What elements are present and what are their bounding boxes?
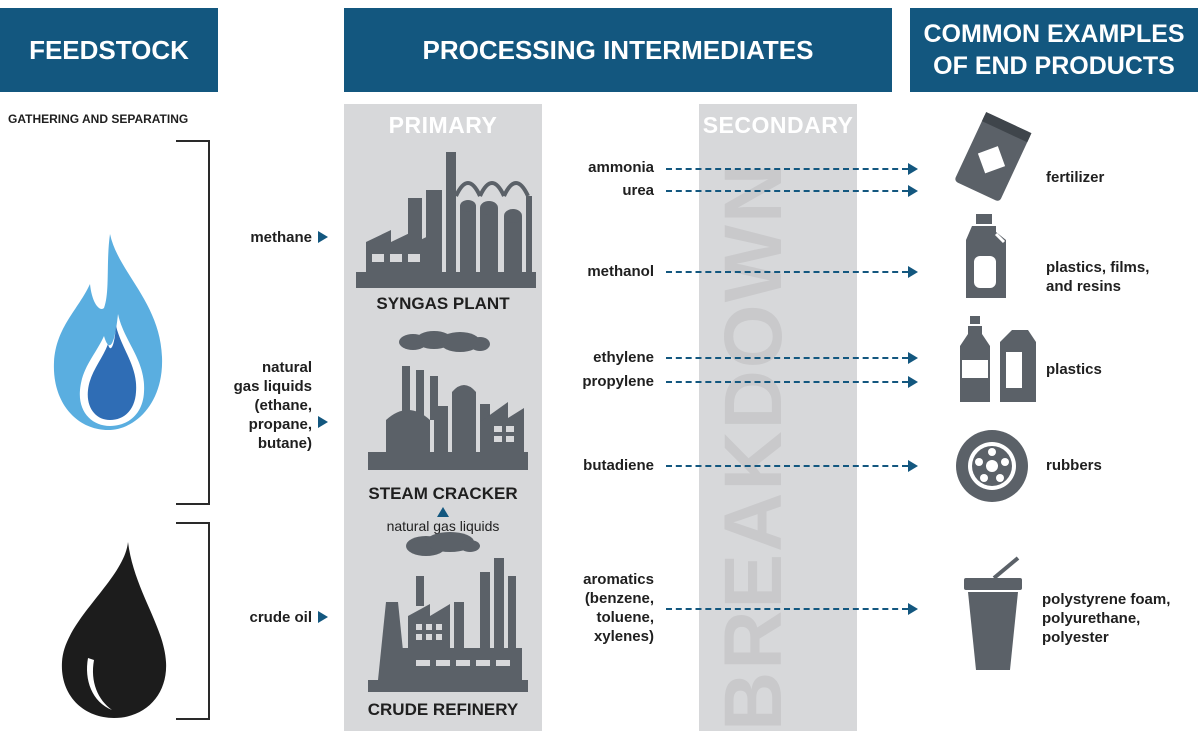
ngl-feed-arrow (437, 507, 449, 517)
aromatics-label: aromatics (benzene, toluene, xylenes) (540, 570, 654, 646)
methanol-arrow-head (908, 266, 918, 278)
aromatics-line3: toluene, (596, 609, 654, 626)
header-processing: PROCESSING INTERMEDIATES (344, 8, 892, 92)
urea-arrow-head (908, 185, 918, 197)
flame-icon (53, 234, 163, 430)
plastics-films-label: plastics, films, and resins (1046, 258, 1149, 296)
methanol-arrow-line (666, 271, 908, 273)
ammonia-arrow-head (908, 163, 918, 175)
crude-refinery-label: CRUDE REFINERY (367, 700, 519, 719)
ethylene-label: ethylene (593, 349, 654, 366)
ngl-label: natural gas liquids (ethane, propane, bu… (200, 358, 312, 453)
butadiene-arrow-line (666, 465, 908, 467)
aromatics-arrow-head (908, 603, 918, 615)
foam-line3: polyester (1042, 629, 1109, 646)
gas-bracket (176, 140, 210, 505)
header-end-products: COMMON EXAMPLES OF END PRODUCTS (910, 8, 1198, 92)
bottle-carton-icon (960, 316, 1036, 402)
header-end-products-line1: COMMON EXAMPLES (923, 20, 1185, 48)
aromatics-arrow-line (666, 608, 908, 610)
urea-label: urea (622, 182, 654, 199)
tire-icon (956, 430, 1028, 502)
ethylene-arrow-head (908, 352, 918, 364)
steam-cracker-label: STEAM CRACKER (368, 484, 518, 503)
plastics-label: plastics (1046, 361, 1102, 378)
aromatics-line2: (benzene, (584, 590, 654, 607)
factory-icon (356, 152, 536, 288)
ethylene-arrow-line (666, 357, 908, 359)
header-processing-text: PROCESSING INTERMEDIATES (422, 34, 814, 65)
ammonia-label: ammonia (588, 159, 654, 176)
fertilizer-label: fertilizer (1046, 169, 1105, 186)
plastics-films-line1: plastics, films, (1046, 259, 1150, 276)
cracker-icon (368, 331, 528, 470)
butadiene-arrow-head (908, 460, 918, 472)
secondary-title: SECONDARY (702, 112, 854, 138)
foam-line1: polystyrene foam, (1042, 591, 1171, 608)
fertilizer-bag-icon (955, 112, 1032, 201)
aromatics-line1: aromatics (583, 571, 654, 588)
butadiene-label: butadiene (583, 457, 654, 474)
header-end-products-line2: OF END PRODUCTS (933, 52, 1175, 80)
header-feedstock: FEEDSTOCK (0, 8, 218, 92)
secondary-band (699, 104, 857, 731)
propylene-arrow-line (666, 381, 908, 383)
foam-label: polystyrene foam, polyurethane, polyeste… (1042, 590, 1170, 647)
refinery-icon (368, 532, 528, 692)
methane-arrow (318, 231, 328, 243)
ammonia-arrow-line (666, 168, 908, 170)
crude-text: crude oil (249, 609, 312, 626)
ngl-feed-label: natural gas liquids (386, 518, 500, 534)
oil-drop-icon (61, 542, 167, 718)
breakdown-text: BREAKDOWN (708, 161, 799, 731)
ngl-line5: butane) (257, 435, 312, 452)
syngas-plant-label: SYNGAS PLANT (376, 294, 510, 313)
jug-icon (966, 214, 1006, 298)
plastics-films-line2: and resins (1046, 278, 1122, 295)
propylene-arrow-head (908, 376, 918, 388)
rubbers-label: rubbers (1046, 457, 1102, 474)
ngl-line2: gas liquids (233, 378, 312, 395)
oil-bracket (176, 522, 210, 720)
crude-arrow (318, 611, 328, 623)
gathering-label: GATHERING AND SEPARATING (8, 112, 189, 126)
foam-line2: polyurethane, (1042, 610, 1141, 627)
header-feedstock-text: FEEDSTOCK (29, 34, 189, 65)
ngl-line4: propane, (248, 416, 312, 433)
methane-text: methane (250, 229, 312, 246)
methanol-label: methanol (587, 263, 654, 280)
ngl-arrow (318, 416, 328, 428)
aromatics-line4: xylenes) (593, 628, 654, 645)
crude-label: crude oil (200, 608, 312, 627)
cup-icon (964, 556, 1022, 670)
ngl-line1: natural (261, 359, 312, 376)
primary-title: PRIMARY (388, 112, 498, 138)
methane-label: methane (200, 228, 312, 247)
urea-arrow-line (666, 190, 908, 192)
ngl-line3: (ethane, (254, 397, 312, 414)
propylene-label: propylene (582, 373, 654, 390)
